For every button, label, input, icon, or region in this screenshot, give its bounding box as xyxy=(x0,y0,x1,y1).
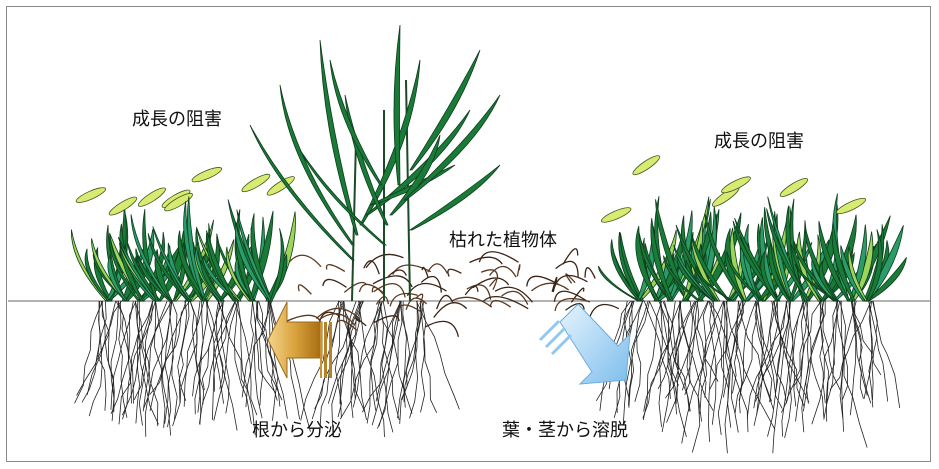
dead-leaf xyxy=(427,263,448,274)
grass-clump-left xyxy=(192,228,251,302)
root-tuft xyxy=(709,300,774,410)
tall-plant-center xyxy=(249,24,501,302)
dead-leaf xyxy=(373,283,406,298)
dead-leaf xyxy=(315,307,361,320)
dead-leaf xyxy=(389,292,418,307)
dead-leaf xyxy=(335,319,358,332)
dead-leaf xyxy=(464,285,479,296)
dead-leaf xyxy=(555,260,579,277)
root-tuft xyxy=(781,300,825,433)
dead-leaf xyxy=(516,264,521,277)
dead-leaf xyxy=(447,268,462,277)
dead-leaf xyxy=(372,275,413,288)
root-tuft xyxy=(642,300,691,438)
dead-leaf xyxy=(565,302,585,311)
dead-leaf xyxy=(530,282,570,292)
root-tuft xyxy=(149,300,205,413)
dead-plant-matter-label: 枯れた植物体 xyxy=(449,230,557,251)
dead-leaf xyxy=(489,299,512,308)
dead-leaf xyxy=(478,251,519,263)
dead-leaf xyxy=(387,269,408,278)
dead-leaf xyxy=(466,284,492,300)
root-tuft xyxy=(199,300,258,435)
dead-leaf xyxy=(494,286,533,303)
root-tuft xyxy=(118,300,172,436)
dead-leaf xyxy=(480,269,499,280)
grass-clump-left xyxy=(227,176,296,302)
root-systems xyxy=(74,300,901,454)
leaching-arrow xyxy=(538,303,631,385)
dead-leaf xyxy=(415,293,424,305)
grass-clump-right xyxy=(673,186,740,302)
dead-leaf xyxy=(554,297,591,312)
dead-leaf xyxy=(451,296,493,308)
dead-leaf xyxy=(584,267,596,279)
dead-leaf xyxy=(396,304,421,319)
dead-leaf xyxy=(297,284,312,295)
dead-leaf xyxy=(371,286,385,296)
root-tuft xyxy=(829,300,901,409)
dead-leaf xyxy=(358,283,385,294)
dead-leaf xyxy=(501,290,529,305)
dead-leaf xyxy=(489,278,498,290)
dead-leaf xyxy=(420,275,443,293)
dead-leaf xyxy=(436,294,454,310)
plants xyxy=(71,24,907,302)
root-exudation-arrow xyxy=(267,301,332,379)
root-tuft xyxy=(110,300,159,437)
dead-leaf xyxy=(373,315,400,324)
dead-leaf xyxy=(472,277,510,289)
dead-leaf xyxy=(325,264,346,272)
dead-leaf xyxy=(421,266,429,278)
growth-inhibition-left-label: 成長の阻害 xyxy=(132,109,222,130)
root-tuft xyxy=(399,300,460,424)
dead-leaf xyxy=(365,253,404,269)
dead-leaf xyxy=(343,281,368,293)
root-tuft xyxy=(755,300,810,415)
root-tuft xyxy=(300,300,367,433)
grass-clump-right xyxy=(818,193,891,302)
dead-leaf xyxy=(354,316,367,327)
root-tuft xyxy=(657,300,719,399)
dead-leaf xyxy=(425,320,460,337)
root-tuft xyxy=(339,300,413,433)
dead-leaf xyxy=(553,290,587,302)
root-tuft xyxy=(734,300,783,414)
root-tuft xyxy=(133,300,178,428)
dead-leaf xyxy=(489,265,517,278)
root-tuft xyxy=(74,300,115,417)
dead-leaf xyxy=(565,273,576,284)
dead-leaf xyxy=(552,274,588,293)
dead-leaf xyxy=(322,278,347,288)
dead-leaf xyxy=(433,302,468,318)
root-tuft xyxy=(746,300,794,454)
root-tuft xyxy=(172,300,238,431)
diagram-frame xyxy=(6,6,931,462)
dead-leaf xyxy=(319,313,356,326)
dead-leaf xyxy=(469,256,503,265)
dead-leaf xyxy=(589,303,620,317)
dead-leaf xyxy=(286,254,322,268)
dead-leaf xyxy=(562,248,579,265)
root-exudation-label: 根から分泌 xyxy=(252,420,342,441)
dead-leaf xyxy=(551,276,558,293)
root-tuft xyxy=(842,300,882,416)
root-tuft xyxy=(241,300,283,419)
root-tuft xyxy=(362,300,411,429)
leaching-label: 葉・茎から溶脱 xyxy=(502,420,628,441)
root-tuft xyxy=(811,300,868,448)
dead-leaf xyxy=(526,275,560,287)
dead-leaf xyxy=(405,297,428,310)
grass-clump-right xyxy=(836,197,907,302)
growth-inhibition-right-label: 成長の阻害 xyxy=(714,131,804,152)
root-tuft xyxy=(314,300,385,438)
dead-leaf xyxy=(482,295,529,310)
